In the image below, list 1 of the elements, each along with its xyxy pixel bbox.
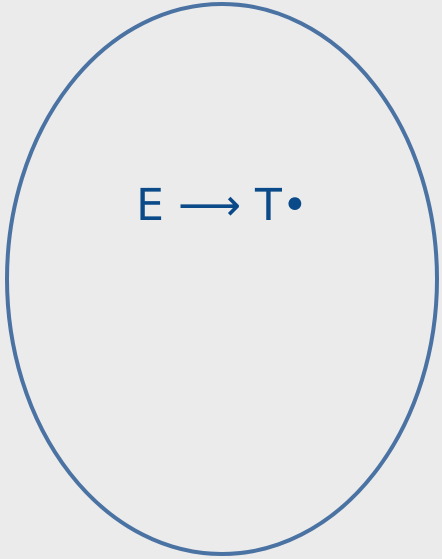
item-text: E ⟶ T• bbox=[136, 180, 308, 231]
